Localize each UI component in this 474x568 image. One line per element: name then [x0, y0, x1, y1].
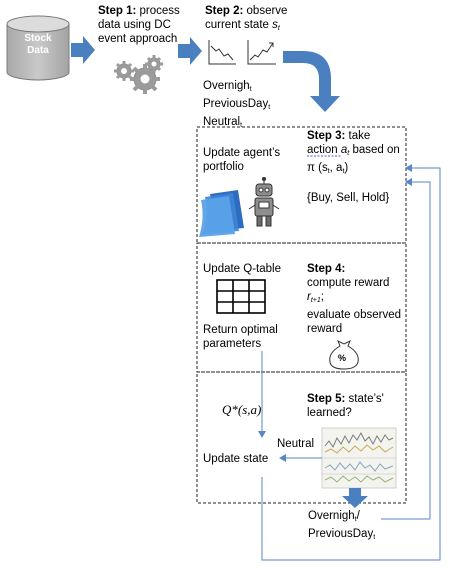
step1-label: Step 1:	[98, 5, 137, 17]
step4-text: Step 4: compute reward rt+1; evaluate ob…	[307, 262, 401, 336]
step4-line2: compute reward	[307, 277, 390, 289]
step4-reward: rt+1;	[307, 291, 324, 304]
trend-down-chart-icon	[208, 40, 236, 65]
update-q-table-label: Update Q-table	[203, 263, 281, 275]
update-portfolio-line1: Update agent’s	[203, 147, 281, 159]
gears-icon	[114, 55, 163, 94]
step2-var: s	[272, 19, 278, 31]
step2-var-sub: t	[277, 25, 280, 32]
update-portfolio-text: Update agent’s portfolio	[203, 146, 280, 174]
portfolio-document-icon	[199, 190, 244, 237]
robot-agent-icon	[248, 177, 280, 227]
stock-data-label: Stock Data	[24, 33, 52, 57]
money-bag-icon	[329, 339, 359, 370]
q-table-grid-icon	[216, 279, 266, 314]
arrow-step2-to-box	[283, 51, 340, 112]
state-previous-day: PreviousDayt	[203, 98, 271, 111]
step3-line1: take	[345, 130, 371, 142]
step4-line5: reward	[307, 323, 343, 335]
step2-label: Step 2:	[205, 5, 244, 17]
step1-text: Step 1: process data using DC event appr…	[98, 4, 180, 46]
step5-text: Step 5: state’s' learned?	[307, 392, 384, 420]
update-portfolio-line2: portfolio	[203, 161, 244, 173]
stock-data-line1: Stock	[24, 33, 52, 44]
action-set: {Buy, Sell, Hold}	[307, 192, 390, 204]
step2-line1: observe	[243, 5, 288, 17]
step2-line2-prefix: current state	[205, 19, 273, 31]
trend-up-chart-icon	[247, 40, 276, 65]
state-overnight: Overnight	[203, 80, 252, 93]
step2-text: Step 2: observe current state st	[205, 4, 287, 36]
bottom-state-overnight: Overnight/	[308, 510, 360, 523]
arrow-stock-to-step1	[71, 36, 95, 64]
update-state-label: Update state	[203, 453, 269, 465]
step5-line1: state’s'	[345, 393, 384, 405]
step3-text: Step 3: take action at based on π (st, a…	[307, 129, 400, 179]
stock-data-line2: Data	[27, 45, 49, 56]
q-star-formula: Q*(s,a)	[222, 402, 262, 417]
step4-line4: evaluate observed	[307, 309, 401, 321]
step4-label: Step 4:	[307, 263, 346, 275]
return-optimal-parameters: Return optimal parameters	[203, 324, 278, 350]
state-neutral: Neutralt	[203, 116, 243, 129]
arrow-chart-to-bottom-states	[342, 488, 368, 508]
neutral-label: Neutral	[277, 438, 315, 450]
step1-line3: event approach	[98, 33, 178, 45]
step3-policy: π (st, at)	[307, 162, 349, 175]
percent-symbol: %	[338, 353, 347, 363]
stock-data-cylinder	[6, 15, 70, 81]
step5-label: Step 5:	[307, 393, 346, 405]
step1-line1: process	[136, 5, 180, 17]
bottom-state-previous-day: PreviousDayt	[308, 528, 376, 541]
step3-label: Step 3:	[307, 130, 346, 142]
step5-line2: learned?	[307, 407, 352, 419]
bottom-states-list: Overnight/ PreviousDayt	[308, 509, 375, 545]
flow-lines	[258, 164, 441, 561]
stock-chart-thumbnail	[321, 427, 397, 489]
step3-action-word: action	[307, 144, 338, 156]
states-top-list: Overnight PreviousDayt Neutralt	[203, 79, 270, 133]
arrow-step1-to-step2	[178, 37, 202, 65]
step1-line2: data using DC	[98, 19, 171, 31]
